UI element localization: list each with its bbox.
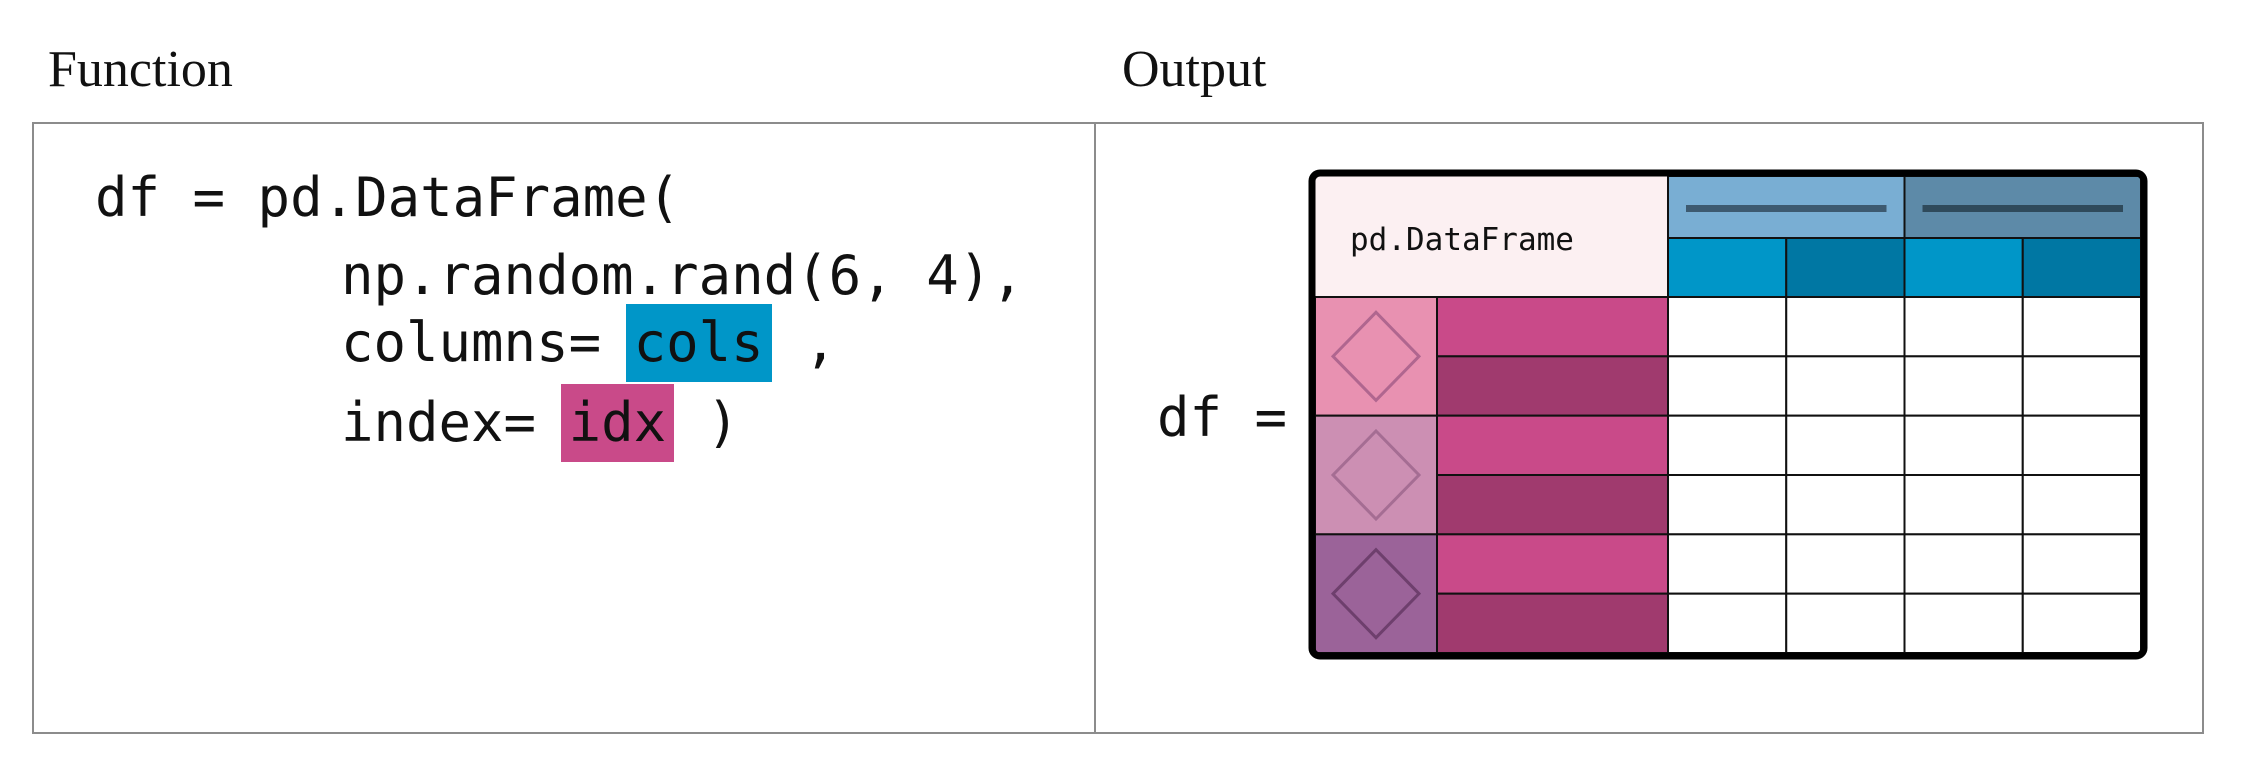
index-group xyxy=(1314,533,1438,654)
data-cell xyxy=(1903,592,2024,655)
diamond-icon xyxy=(1330,310,1422,403)
index-label-cell xyxy=(1436,296,1669,358)
code-text: columns= xyxy=(341,311,602,374)
data-cell xyxy=(1667,474,1788,536)
data-cell xyxy=(1785,296,1906,358)
data-cell xyxy=(2021,414,2142,476)
function-heading: Function xyxy=(48,41,233,98)
code-text: , xyxy=(804,311,837,374)
diamond-icon xyxy=(1330,547,1422,640)
df-assign-label: df = xyxy=(1157,386,1288,449)
column-group-bar xyxy=(1686,205,1887,212)
index-label-cell xyxy=(1436,355,1669,417)
code-text: np.random.rand(6, 4), xyxy=(341,244,1024,307)
dataframe-border xyxy=(1308,169,2148,660)
column-header xyxy=(2021,237,2142,298)
index-group xyxy=(1314,414,1438,536)
data-cell xyxy=(1903,414,2024,476)
data-cell xyxy=(1785,474,1906,536)
code-text: ) xyxy=(706,391,740,454)
table-label: pd.DataFrame xyxy=(1350,222,1574,258)
index-group xyxy=(1314,296,1438,417)
data-cell xyxy=(1667,414,1788,476)
idx-highlight: idx xyxy=(560,384,675,462)
column-header xyxy=(1667,237,1788,298)
column-header xyxy=(1785,237,1906,298)
code-line-1: df = pd.DataFrame( xyxy=(95,160,680,235)
data-cell xyxy=(1785,533,1906,595)
data-cell xyxy=(2021,533,2142,595)
data-cell xyxy=(1667,592,1788,655)
data-cell xyxy=(1667,355,1788,417)
data-cell xyxy=(1785,592,1906,655)
index-label-cell xyxy=(1436,592,1669,655)
code-line-2: np.random.rand(6, 4), xyxy=(341,238,1024,313)
column-header xyxy=(1903,237,2024,298)
data-cell xyxy=(1903,355,2024,417)
index-label-cell xyxy=(1436,533,1669,595)
data-cell xyxy=(1903,296,2024,358)
data-cell xyxy=(1785,414,1906,476)
data-cell xyxy=(2021,474,2142,536)
header-corner xyxy=(1315,176,1668,297)
data-cell xyxy=(1667,533,1788,595)
output-panel xyxy=(1094,122,2204,734)
diamond-icon xyxy=(1330,428,1422,522)
index-label-cell xyxy=(1436,414,1669,476)
cols-highlight: cols xyxy=(625,304,772,382)
data-cell xyxy=(2021,296,2142,358)
index-label-cell xyxy=(1436,474,1669,536)
code-text: index= xyxy=(341,391,537,454)
data-cell xyxy=(2021,355,2142,417)
data-cell xyxy=(2021,592,2142,655)
code-text: df = pd.DataFrame( xyxy=(95,166,681,229)
code-line-4: index= idx ) xyxy=(341,384,739,462)
column-group-bar xyxy=(1922,205,2123,212)
data-cell xyxy=(1785,355,1906,417)
code-line-3: columns= cols , xyxy=(341,304,837,382)
data-cell xyxy=(1903,533,2024,595)
data-cell xyxy=(1667,296,1788,358)
data-cell xyxy=(1903,474,2024,536)
output-heading: Output xyxy=(1122,41,1267,98)
